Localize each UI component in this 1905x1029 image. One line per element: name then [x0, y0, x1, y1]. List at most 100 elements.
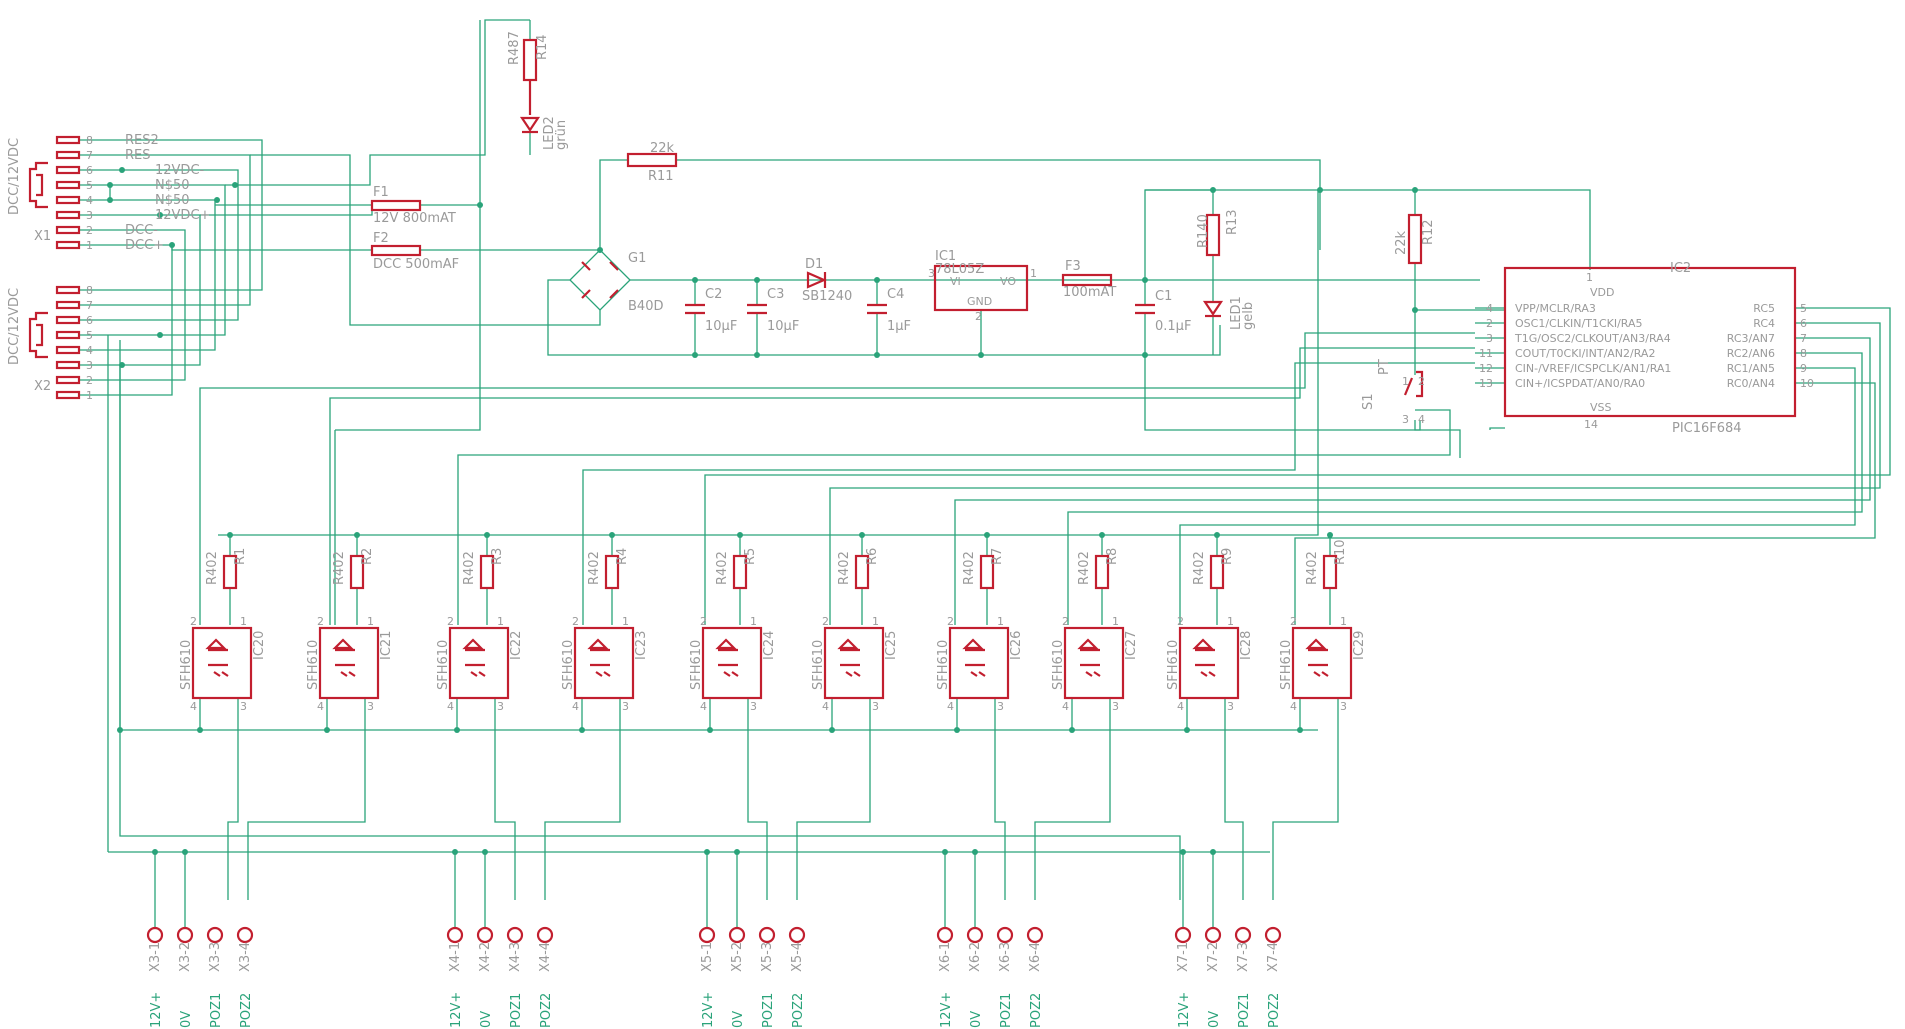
resistor-r9: [1209, 554, 1225, 590]
signal-wire: [329, 347, 1475, 625]
r14-name: R14: [535, 34, 550, 60]
opto-value: SFH610: [689, 640, 704, 690]
pin-number: 2: [86, 374, 93, 387]
connector-pin: [55, 195, 81, 205]
led2-value: grün: [554, 120, 569, 150]
junction-dot: [704, 849, 710, 855]
resistor-r12: [1407, 213, 1423, 265]
opto-led-icon: [587, 638, 609, 650]
pin-number: 1: [1227, 615, 1234, 628]
wire-n50: [79, 184, 226, 336]
c1-name: C1: [1155, 289, 1172, 304]
terminal-name: X4-2: [478, 942, 493, 972]
terminal-x3-2: [176, 926, 194, 944]
signal-wire: [1179, 367, 1856, 625]
pin-number: 2: [1290, 615, 1297, 628]
parts-layer: [28, 38, 1797, 944]
wire-r11-out: [676, 159, 1321, 250]
junction-dot: [692, 352, 698, 358]
optocoupler-ic20: [191, 626, 253, 700]
wire-f1-out: [420, 20, 481, 206]
terminal-name: X5-4: [790, 942, 805, 972]
resistor-r13: [1205, 213, 1221, 257]
connector-pin: [55, 225, 81, 235]
signal-wire: [1294, 382, 1876, 625]
resistor-name: R10: [1333, 539, 1348, 565]
c2-value: 10µF: [705, 319, 737, 334]
ic2-right-pin-label: RC4: [1753, 317, 1775, 330]
wire-f2-in: [171, 245, 372, 251]
opto-name: IC21: [379, 631, 394, 660]
resistor-r7: [979, 554, 995, 590]
pin-number: 6: [86, 164, 93, 177]
resistor-name: R9: [1220, 548, 1235, 565]
connector-type: DCC/12VDC: [7, 138, 22, 215]
pin-number: 1: [1340, 615, 1347, 628]
pin-number: 7: [86, 149, 93, 162]
signal-wire: [829, 322, 1881, 625]
d1-name: D1: [805, 257, 823, 272]
ic2-left-pin-label: T1G/OSC2/CLKOUT/AN3/RA4: [1514, 332, 1671, 345]
ic2-pin-vss: VSS: [1590, 401, 1612, 414]
bridge-diode-icon: [609, 261, 619, 271]
junction-dot: [874, 352, 880, 358]
opto-led-icon: [1192, 638, 1214, 650]
resistor-r10: [1322, 554, 1338, 590]
opto-value: SFH610: [811, 640, 826, 690]
terminal-signal: 0V: [479, 1011, 494, 1028]
labels-layer: 87654321DCC/12VDCX187654321DCC/12VDCX2RE…: [7, 31, 1814, 1028]
terminal-x3-3: [206, 926, 224, 944]
resistor-name: R6: [865, 548, 880, 565]
connector-pin: [55, 330, 81, 340]
r13-name: R13: [1225, 209, 1240, 235]
terminal-signal: POZ2: [239, 993, 254, 1028]
resistor-name: R4: [615, 548, 630, 565]
net-label: N$50: [155, 178, 190, 193]
output-wire: [747, 735, 768, 900]
terminal-signal: 0V: [179, 1011, 194, 1028]
terminal-x6-3: [996, 926, 1014, 944]
wire-led2: [225, 19, 530, 186]
connector-pin: [55, 390, 81, 400]
junction-dot: [692, 277, 698, 283]
fuse-f1: [370, 199, 422, 212]
pin-number: 2: [317, 615, 324, 628]
rj-jack-icon: [36, 323, 44, 347]
terminal-name: X5-2: [730, 942, 745, 972]
terminal-signal: POZ2: [1029, 993, 1044, 1028]
resistor-name: R1: [233, 548, 248, 565]
opto-value: SFH610: [1279, 640, 1294, 690]
junction-dot: [182, 849, 188, 855]
ic1-pin-vo: VO: [1000, 275, 1016, 288]
signal-wire: [582, 362, 1475, 625]
junction-dot: [107, 197, 113, 203]
terminal-x4-4: [536, 926, 554, 944]
pin-number: 4: [1290, 700, 1297, 713]
net-label: 12VDC+: [155, 208, 210, 223]
ic1-pin-gnd: GND: [967, 295, 992, 308]
resistor-r3: [479, 554, 495, 590]
terminal-name: X5-1: [700, 942, 715, 972]
ic2-left-pin-label: CIN-/VREF/ICSPCLK/AN1/RA1: [1515, 362, 1671, 375]
opto-led-icon: [332, 638, 354, 650]
net-label: RES2: [125, 133, 159, 148]
pin-number: 1: [1030, 267, 1037, 280]
pin-number: 4: [822, 700, 829, 713]
terminal-x6-2: [966, 926, 984, 944]
opto-name: IC25: [884, 631, 899, 660]
terminal-x6-4: [1026, 926, 1044, 944]
c3-value: 10µF: [767, 319, 799, 334]
pin-number: 4: [1418, 413, 1425, 426]
pin-number: 3: [750, 700, 757, 713]
resistor-value: R402: [205, 551, 220, 585]
pin-number: 11: [1479, 347, 1493, 360]
f2-value: DCC 500mAF: [373, 257, 459, 272]
r11-value: 22k: [650, 141, 675, 156]
switch-s1-icon: [1403, 370, 1424, 398]
junction-dot: [1142, 352, 1148, 358]
ic2-value: PIC16F684: [1672, 421, 1742, 436]
pin-number: 3: [86, 359, 93, 372]
g1-name: G1: [628, 251, 646, 266]
terminal-x4-3: [506, 926, 524, 944]
